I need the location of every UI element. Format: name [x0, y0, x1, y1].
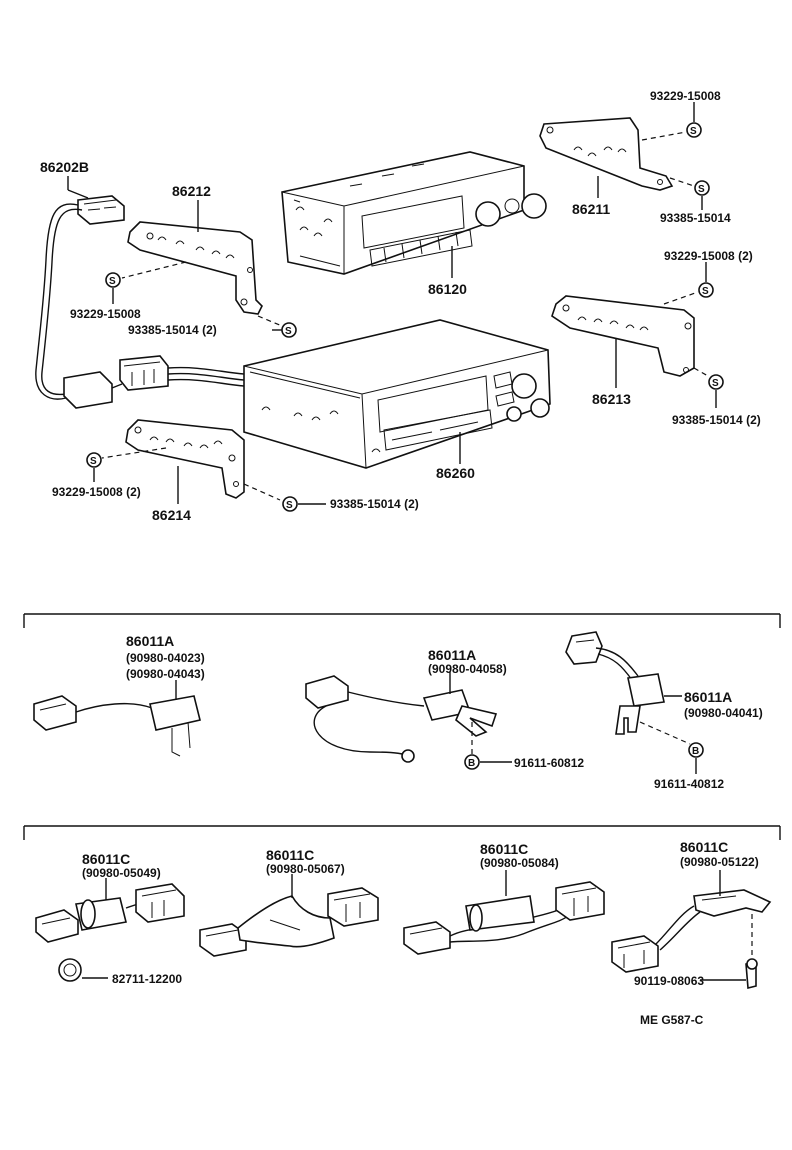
label-86213: 86213	[592, 391, 631, 407]
tape-unit-86260	[243, 319, 551, 469]
bracket-86211	[539, 117, 674, 191]
svg-text:(90980-04058): (90980-04058)	[428, 662, 507, 676]
radio-unit-86120	[281, 151, 547, 275]
svg-text:(90980-04041): (90980-04041)	[684, 706, 763, 720]
label-86260: 86260	[436, 465, 475, 481]
label-86211: 86211	[572, 201, 610, 217]
label-93229-15008-2-c: 93229-15008 (2)	[52, 485, 141, 499]
label-86011c-1: 86011C	[82, 851, 130, 867]
label-86011c-4: 86011C	[680, 839, 728, 855]
label-93385-15014-2-a: 93385-15014 (2)	[128, 323, 217, 337]
svg-text:S: S	[286, 500, 293, 511]
suppressor-86011c-1	[35, 883, 185, 982]
suppressor-86011a-right	[565, 631, 665, 735]
svg-text:S: S	[712, 378, 719, 389]
svg-text:(90980-04023): (90980-04023)	[126, 651, 205, 665]
svg-text:B: B	[692, 746, 699, 757]
svg-text:(90980-05122): (90980-05122)	[680, 855, 759, 869]
bracket-86214	[125, 419, 245, 499]
suppressor-86011c-3	[403, 881, 605, 955]
label-86011a-middle: 86011A	[428, 647, 476, 663]
wire-harness-86202b	[35, 195, 245, 409]
label-86011c-2: 86011C	[266, 847, 314, 863]
label-93385-15014-2-b: 93385-15014 (2)	[672, 413, 761, 427]
label-93229-15008-2-b: 93229-15008 (2)	[664, 249, 753, 263]
label-86202b: 86202B	[40, 159, 89, 175]
label-91611-60812: 91611-60812	[514, 756, 584, 770]
bracket-86212	[127, 221, 263, 315]
svg-text:(90980-05049): (90980-05049)	[82, 866, 161, 880]
label-82711-12200: 82711-12200	[112, 972, 182, 986]
svg-text:S: S	[109, 276, 116, 287]
label-86011c-3: 86011C	[480, 841, 528, 857]
label-86212: 86212	[172, 183, 211, 199]
label-93385-15014-b: 93385-15014	[660, 211, 731, 225]
diagram-code: ME G587-C	[640, 1013, 704, 1027]
suppressor-86011a-middle	[305, 675, 498, 763]
label-93229-15008-b: 93229-15008	[650, 89, 721, 103]
svg-text:(90980-05084): (90980-05084)	[480, 856, 559, 870]
svg-text:S: S	[285, 326, 292, 337]
label-91611-40812: 91611-40812	[654, 777, 724, 791]
label-90119-08063: 90119-08063	[634, 974, 704, 988]
suppressor-86011c-4	[611, 889, 772, 990]
label-86214: 86214	[152, 507, 191, 523]
svg-text:S: S	[90, 456, 97, 467]
label-93385-15014-2-c: 93385-15014 (2)	[330, 497, 419, 511]
svg-text:S: S	[698, 184, 705, 195]
svg-text:S: S	[690, 126, 697, 137]
label-86120: 86120	[428, 281, 467, 297]
svg-text:(90980-04043): (90980-04043)	[126, 667, 205, 681]
label-86011a-left: 86011A	[126, 633, 174, 649]
suppressor-86011c-2	[199, 887, 379, 957]
suppressor-86011a-left	[33, 695, 201, 757]
label-86011a-right: 86011A	[684, 689, 732, 705]
svg-text:B: B	[468, 758, 475, 769]
bracket-86213	[551, 295, 695, 377]
svg-text:(90980-05067): (90980-05067)	[266, 862, 345, 876]
svg-text:S: S	[702, 286, 709, 297]
label-93229-15008-a: 93229-15008	[70, 307, 141, 321]
